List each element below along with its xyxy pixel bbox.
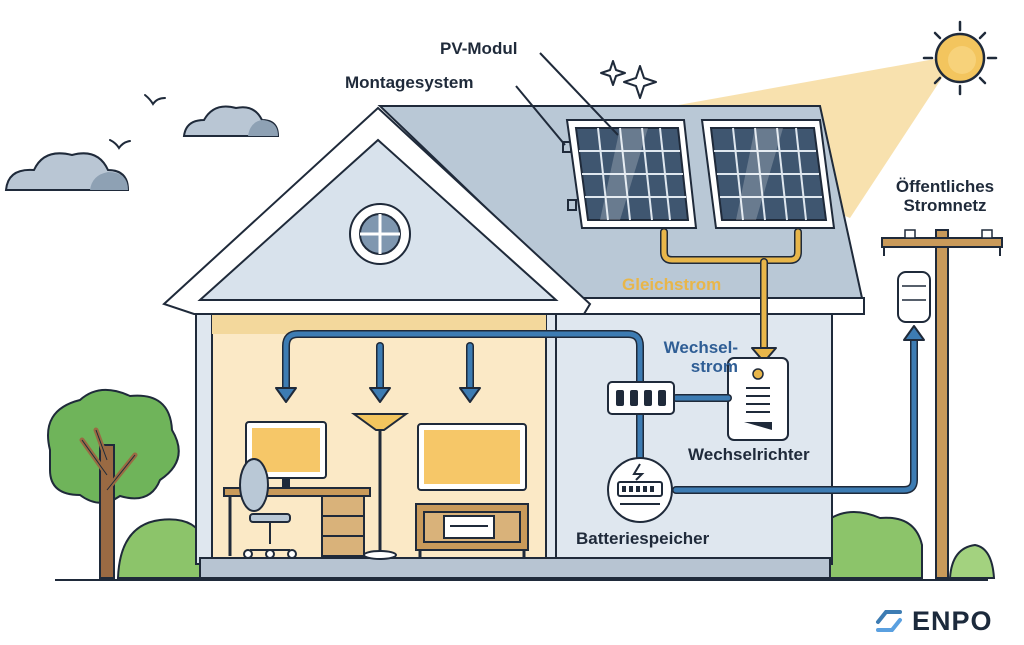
label-battery-storage: Batteriespeicher (576, 529, 710, 548)
dc-cable (660, 228, 802, 352)
dc-arrow-icon (751, 347, 777, 363)
cloud-icon (182, 105, 280, 137)
label-pv-module: PV-Modul (440, 39, 518, 58)
television (417, 423, 527, 491)
enpo-logo: ENPO (906, 606, 993, 636)
pv-panel-left (565, 119, 698, 229)
round-window (349, 203, 411, 265)
label-inverter: Wechselrichter (688, 445, 810, 464)
sparkle-icon (600, 60, 657, 99)
cloud-icon (4, 152, 130, 191)
tree (47, 389, 180, 579)
floor-lamp (350, 413, 410, 560)
label-alternating-current: Wechsel- strom (648, 338, 738, 376)
foundation (199, 557, 831, 579)
bush-left (116, 518, 205, 579)
logo-text: ENPO (912, 605, 993, 636)
label-ac-line2: strom (690, 356, 738, 376)
bird-icon (109, 94, 166, 150)
utility-pole (881, 229, 1003, 579)
ac-arrow-icon (275, 325, 925, 403)
tv-stand (415, 503, 529, 558)
bush-right (827, 511, 923, 579)
battery-storage (607, 457, 673, 523)
sun-icon (922, 20, 998, 96)
label-public-grid: Öffentliches Stromnetz (878, 177, 1012, 215)
label-public-grid-line2: Stromnetz (903, 195, 987, 215)
office-chair (239, 458, 297, 559)
callout-pv-module (539, 52, 619, 136)
label-direct-current: Gleichstrom (622, 275, 722, 294)
callout-mounting-system (515, 85, 566, 146)
mounting-hook (562, 141, 577, 211)
desk (223, 487, 371, 557)
bush-right-2 (948, 543, 996, 579)
label-mounting-system: Montagesystem (345, 73, 474, 92)
label-public-grid-line1: Öffentliches (895, 177, 995, 196)
enpo-logo-icon (876, 610, 902, 632)
ac-cable (282, 330, 918, 494)
pv-panel-right (700, 119, 836, 229)
label-ac-line1: Wechsel- (663, 338, 738, 357)
meter-box (607, 381, 675, 415)
